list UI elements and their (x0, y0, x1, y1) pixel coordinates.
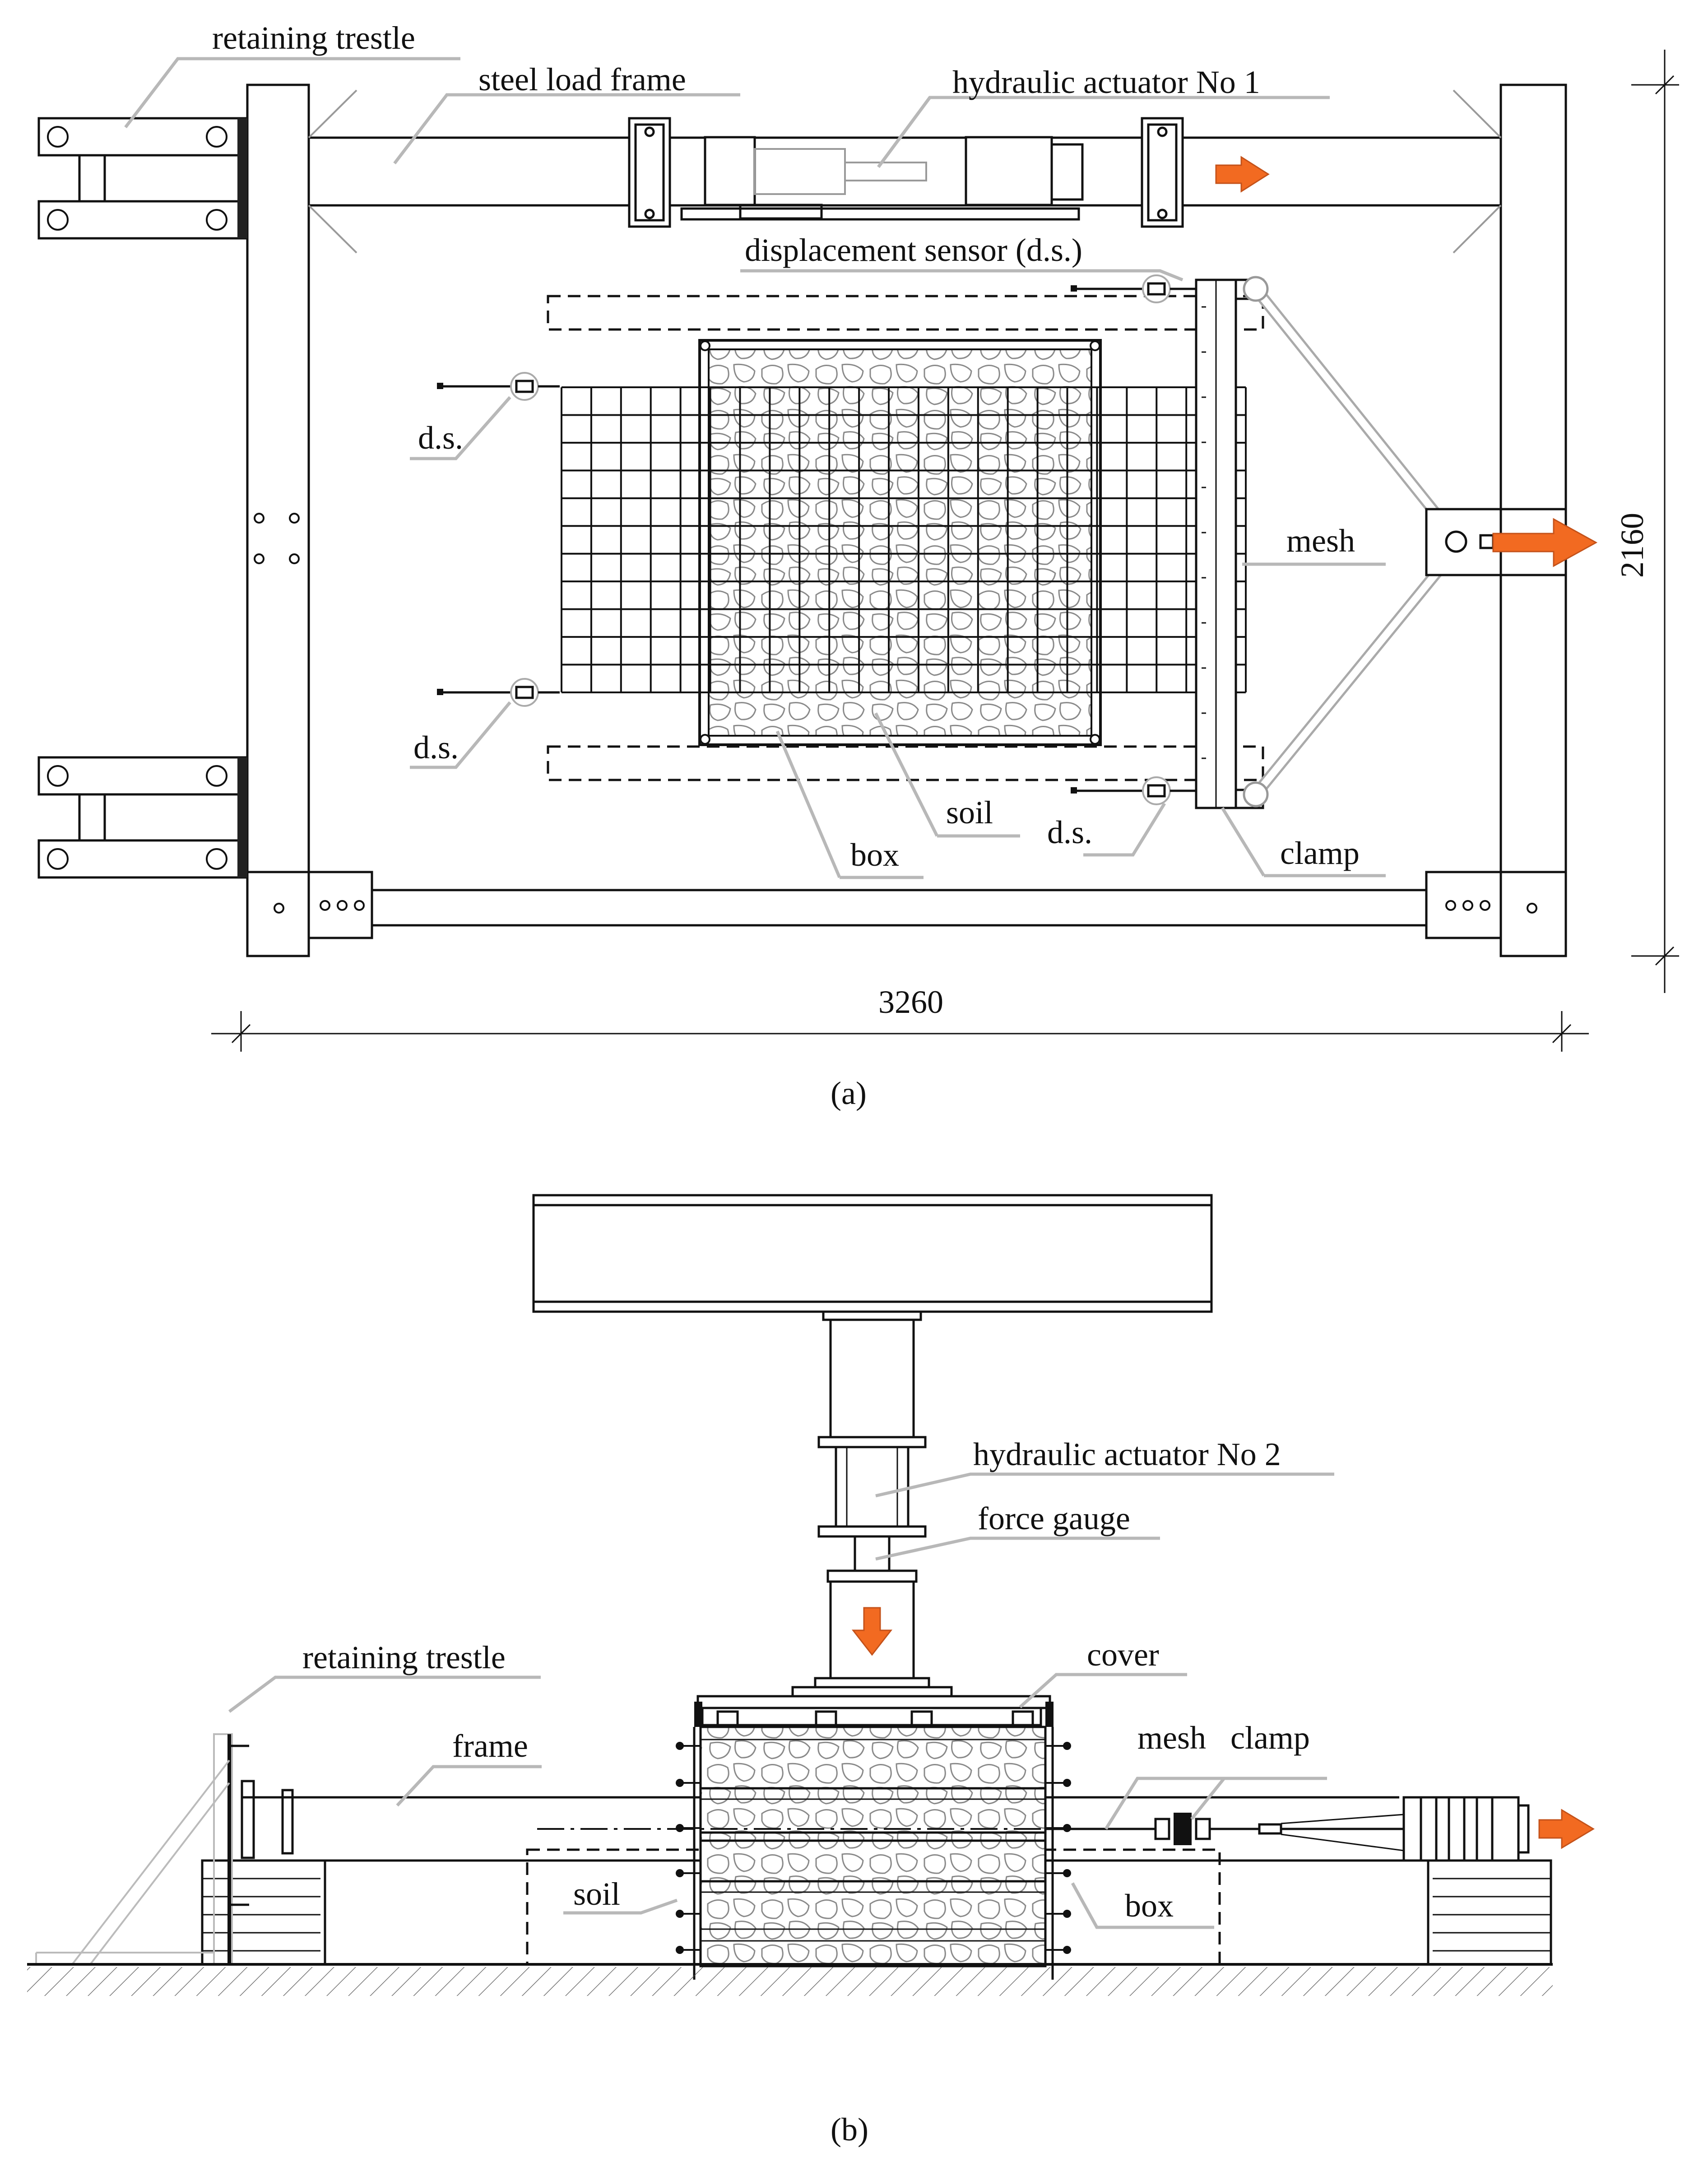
dimension-height-value: 2160 (1614, 513, 1650, 578)
label-ds-upper-left: d.s. (418, 420, 463, 456)
load-arrow-top (1215, 156, 1270, 193)
figure-b-section-view: hydraulic actuator No 2 force gauge cove… (27, 1194, 1595, 2148)
dimension-width: 3260 (211, 984, 1589, 1052)
label-hydraulic-actuator-1: hydraulic actuator No 1 (952, 64, 1260, 100)
label-retaining-trestle-a: retaining trestle (212, 20, 415, 56)
label-mesh-b: mesh (1137, 1720, 1206, 1756)
steel-load-frame (246, 84, 1567, 957)
label-clamp-b: clamp (1230, 1720, 1310, 1756)
cover (694, 1677, 1054, 1727)
label-hydraulic-actuator-2: hydraulic actuator No 2 (973, 1436, 1281, 1472)
leaders-a (124, 57, 1386, 879)
label-steel-load-frame: steel load frame (478, 61, 686, 97)
retaining-trestle-bottom (37, 756, 249, 879)
label-force-gauge: force gauge (978, 1500, 1130, 1536)
ground (27, 1963, 1553, 1996)
leaders-b (228, 1472, 1334, 1929)
label-mesh-a: mesh (1286, 523, 1355, 559)
hydraulic-actuator-2 (817, 1310, 927, 1538)
retaining-trestle-top (37, 117, 249, 240)
hydraulic-actuator-1 (628, 117, 1184, 228)
label-soil-a: soil (946, 794, 993, 831)
soil-box (698, 339, 1102, 746)
caption-b: (b) (831, 2111, 868, 2148)
label-ds-lower-right: d.s. (1047, 814, 1092, 850)
label-retaining-trestle-b: retaining trestle (302, 1639, 506, 1675)
load-arrow-down (851, 1607, 893, 1656)
dimension-width-value: 3260 (878, 984, 943, 1020)
reaction-beam (532, 1194, 1213, 1313)
mesh-and-clamp-b (537, 1796, 1530, 1862)
label-displacement-sensor: displacement sensor (d.s.) (745, 232, 1082, 268)
label-frame-b: frame (452, 1728, 528, 1764)
dimension-height: 2160 (1614, 50, 1679, 993)
label-ds-lower-left: d.s. (413, 729, 459, 766)
guide-rails (547, 295, 1264, 781)
clamp (1195, 278, 1264, 809)
load-arrow-right (1492, 518, 1598, 567)
label-cover: cover (1087, 1637, 1159, 1673)
label-soil-b: soil (573, 1876, 620, 1912)
figure-a-plan-view: retaining trestle steel load frame hydra… (37, 20, 1679, 1111)
displacement-sensors (437, 274, 1196, 805)
label-box-a: box (850, 837, 899, 873)
mesh-grid (561, 386, 1247, 693)
soil-box-b (676, 1726, 1071, 1980)
label-clamp-a: clamp (1280, 835, 1360, 871)
load-arrow-pull (1538, 1809, 1595, 1849)
label-box-b: box (1125, 1888, 1174, 1924)
caption-a: (a) (831, 1075, 867, 1111)
